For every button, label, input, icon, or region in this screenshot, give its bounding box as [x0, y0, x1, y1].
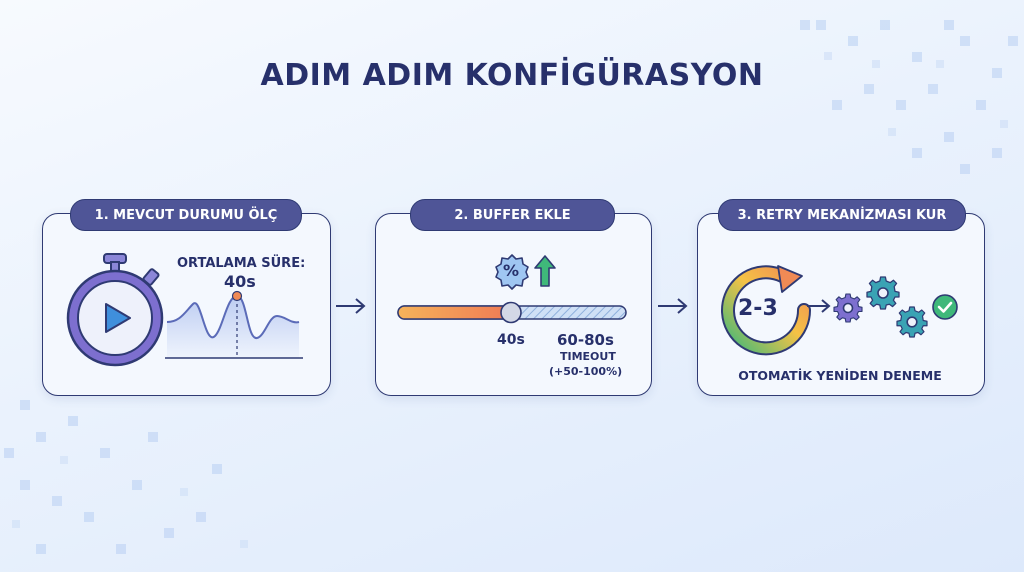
average-time-label: ORTALAMA SÜRE: — [177, 256, 306, 271]
gears-icon — [833, 276, 928, 338]
percent-symbol: % — [503, 261, 520, 280]
current-value-label: 40s — [497, 332, 525, 348]
timeout-label: TIMEOUT — [560, 350, 616, 363]
slider-handle — [500, 301, 522, 324]
arrow-right-icon — [336, 298, 366, 314]
step-3-label: 3. RETRY MEKANİZMASI KUR — [718, 199, 966, 231]
timeout-increase: (+50-100%) — [549, 365, 623, 378]
average-time-value: 40s — [224, 272, 256, 291]
increase-arrow-icon — [534, 255, 556, 287]
step-2-label: 2. BUFFER EKLE — [410, 199, 615, 231]
success-check-icon — [932, 294, 958, 320]
automatic-retry-caption: OTOMATİK YENİDEN DENEME — [738, 368, 942, 383]
retry-cycle-icon — [721, 265, 812, 356]
percent-badge-icon — [495, 254, 529, 290]
small-arrow-right-icon — [807, 299, 831, 313]
step-1-label: 1. MEVCUT DURUMU ÖLÇ — [70, 199, 302, 231]
response-time-wave-chart — [165, 290, 303, 359]
retry-count: 2-3 — [738, 296, 778, 321]
page-title: ADIM ADIM KONFİGÜRASYON — [260, 58, 764, 93]
timeout-slider[interactable] — [397, 301, 629, 324]
stopwatch-icon — [66, 253, 164, 367]
peak-marker — [231, 290, 243, 302]
timeout-value: 60-80s — [557, 331, 614, 349]
arrow-right-icon — [658, 298, 688, 314]
